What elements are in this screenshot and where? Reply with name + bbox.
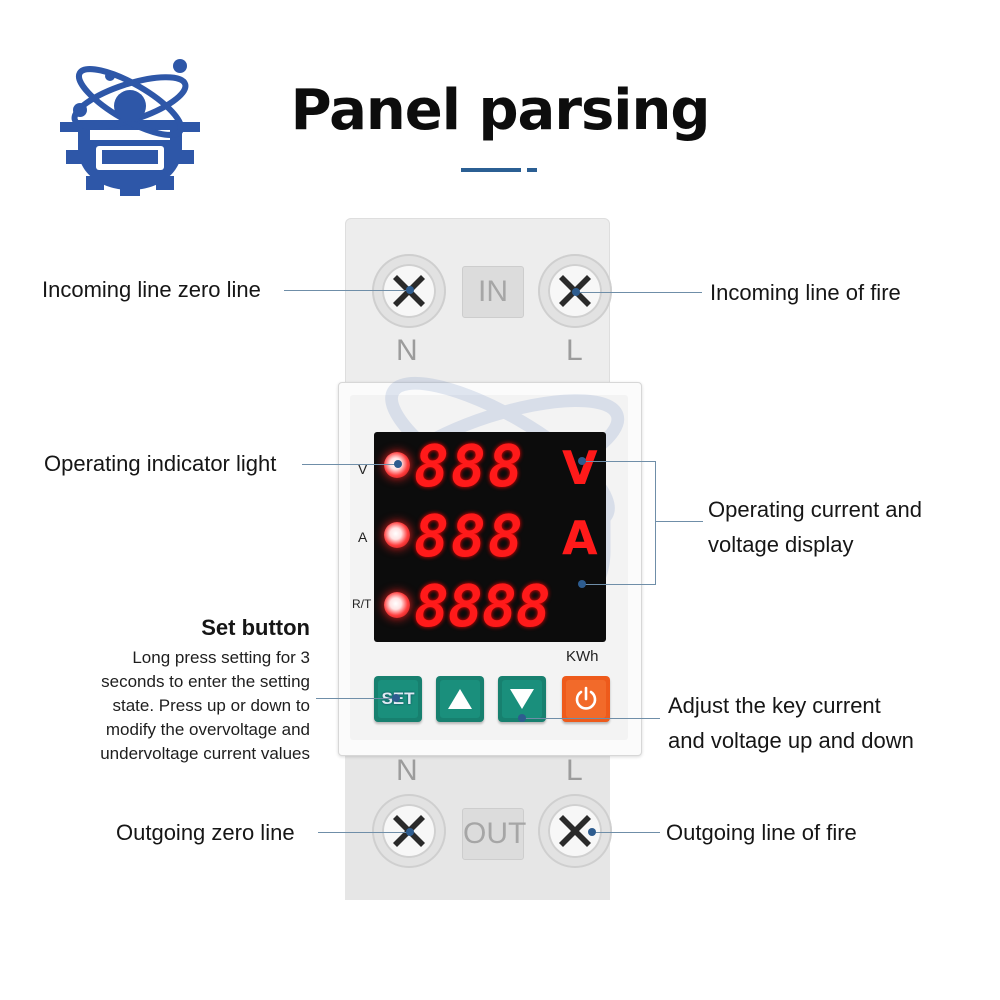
leader-dot <box>406 286 414 294</box>
up-triangle-icon <box>448 689 472 709</box>
set-desc-line: seconds to enter the setting <box>101 672 310 691</box>
current-indicator-led <box>384 522 410 548</box>
title-underline <box>461 168 521 172</box>
led-display <box>374 432 606 642</box>
leader-line <box>284 290 408 291</box>
page-title: Panel parsing <box>290 78 711 143</box>
set-desc-line: state. Press up or down to <box>112 696 311 715</box>
atom-gear-logo <box>60 59 200 196</box>
kwh-label: KWh <box>566 648 599 665</box>
indicator-label-a: A <box>358 529 368 545</box>
current-unit: A <box>562 511 598 565</box>
callout-incoming-fire: Incoming line of fire <box>710 280 901 305</box>
leader-dot <box>578 580 586 588</box>
leader-dot <box>394 460 402 468</box>
leader-dot <box>518 714 526 722</box>
set-button-heading: Set button <box>201 615 310 640</box>
top-n-label: N <box>396 334 418 367</box>
current-digits: 888 <box>414 502 525 570</box>
leader-line <box>655 521 703 522</box>
callout-adjust-line2: and voltage up and down <box>668 728 914 753</box>
set-button-description: Long press setting for 3 seconds to ente… <box>40 646 310 766</box>
leader-line <box>582 461 656 462</box>
screw-icon <box>559 815 591 847</box>
leader-dot <box>392 694 400 702</box>
leader-dot <box>588 828 596 836</box>
callout-outgoing-fire: Outgoing line of fire <box>666 820 857 845</box>
leader-dot <box>578 457 586 465</box>
leader-line <box>592 832 660 833</box>
up-button[interactable] <box>436 676 484 722</box>
voltage-digits: 888 <box>414 432 525 500</box>
down-button[interactable] <box>498 676 546 722</box>
indicator-label-rt: R/T <box>352 597 372 611</box>
out-plate: OUT <box>462 808 526 860</box>
callout-incoming-zero: Incoming line zero line <box>42 277 261 302</box>
bottom-l-label: L <box>566 754 583 787</box>
outgoing-fire-terminal[interactable] <box>538 794 612 868</box>
energy-digits: 8888 <box>414 572 551 640</box>
title-underline-dot <box>527 168 537 172</box>
voltage-unit: V <box>562 441 598 495</box>
set-desc-line: modify the overvoltage and <box>105 720 310 739</box>
callout-display-line1: Operating current and <box>708 497 923 522</box>
bottom-n-label: N <box>396 754 418 787</box>
in-plate: IN <box>462 266 524 318</box>
leader-line <box>655 461 656 585</box>
leader-dot <box>572 288 580 296</box>
power-icon <box>575 686 597 710</box>
set-desc-line: undervoltage current values <box>100 744 310 763</box>
energy-indicator-led <box>384 592 410 618</box>
leader-line <box>582 584 656 585</box>
down-triangle-icon <box>510 689 534 709</box>
leader-line <box>302 464 396 465</box>
callout-display-line2: voltage display <box>708 532 854 557</box>
callout-outgoing-zero: Outgoing zero line <box>116 820 295 845</box>
indicator-label-v: V <box>358 461 368 477</box>
leader-line <box>522 718 660 719</box>
set-desc-line: Long press setting for 3 <box>132 648 310 667</box>
leader-line <box>316 698 394 699</box>
callout-adjust-line1: Adjust the key current <box>668 693 881 718</box>
power-button[interactable] <box>562 676 610 722</box>
top-l-label: L <box>566 334 583 367</box>
leader-dot <box>406 828 414 836</box>
leader-line <box>318 832 408 833</box>
callout-indicator-light: Operating indicator light <box>44 451 277 476</box>
leader-line <box>576 292 702 293</box>
